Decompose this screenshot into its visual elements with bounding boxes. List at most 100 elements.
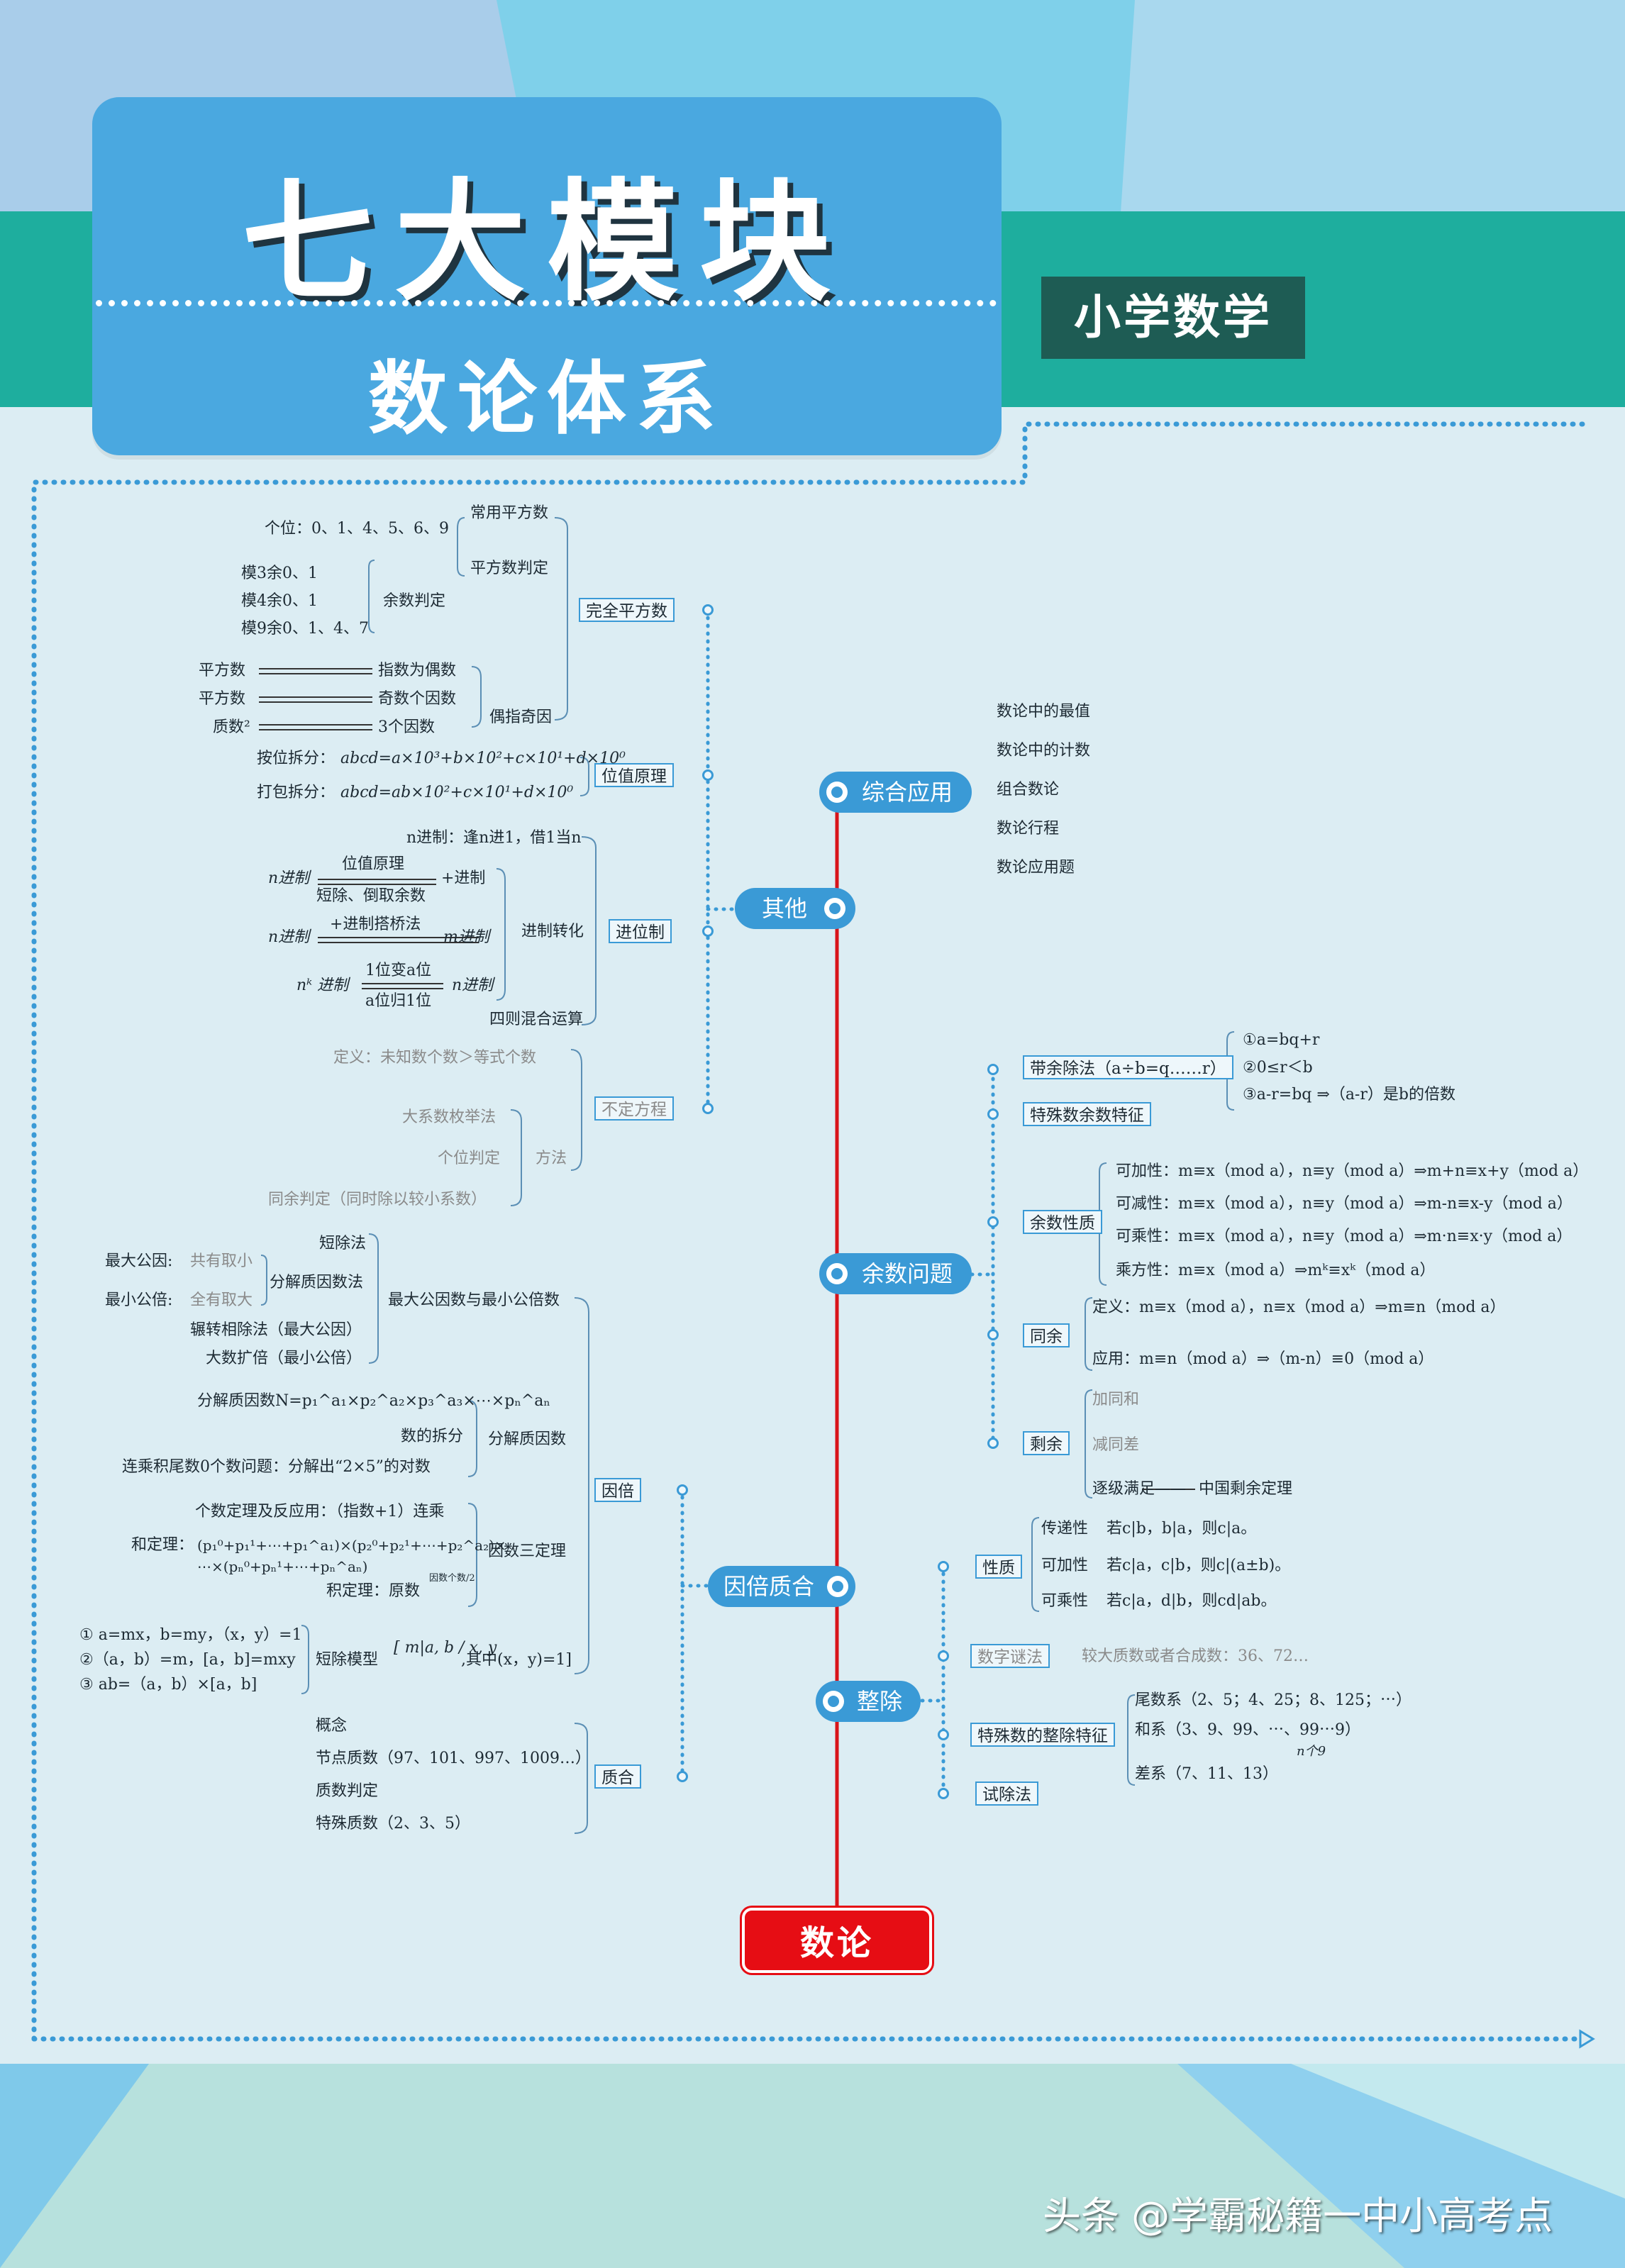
a-to-one: a位归1位	[365, 992, 432, 1010]
transitive-label: 传递性	[1041, 1520, 1089, 1538]
cong-judge: 同余判定（同时除以较小系数）	[268, 1191, 487, 1208]
multiplicative-label: 可乘性	[1041, 1592, 1089, 1610]
decomp-formula: 分解质因数N=p₁^a₁×p₂^a₂×p₃^a₃×⋯×pₙ^aₙ	[197, 1392, 550, 1410]
square-units: 个位：0、1、4、5、6、9	[265, 520, 449, 538]
gcd-rule: 共有取小	[190, 1252, 253, 1270]
base-m: m进制	[443, 928, 489, 946]
square-label: 平方数	[199, 690, 246, 708]
division-rule: ②0≤r＜b	[1243, 1059, 1313, 1077]
title-card: 七大模块 数论体系	[92, 97, 1002, 455]
special-remainder-box: 特殊数余数特征	[1023, 1102, 1151, 1126]
product-theorem: 积定理：原数	[326, 1582, 421, 1600]
square-label: 平方数	[199, 662, 246, 679]
multiplicative-rule: 若c|a，d|b，则cd|ab。	[1107, 1592, 1277, 1610]
odd-factors: 奇数个因数	[378, 690, 457, 708]
node-icon	[823, 1691, 844, 1712]
mixed-operations: 四则混合运算	[489, 1011, 584, 1028]
branch-other: 其他	[735, 888, 855, 929]
model-rule: ③ ab=（a，b）×[a，b]	[79, 1676, 257, 1694]
prime-item: 质数判定	[316, 1782, 379, 1800]
branch-label: 因倍质合	[723, 1573, 815, 1600]
expand: 大数扩倍（最小公倍）	[206, 1350, 362, 1367]
sub-same: 减同差	[1092, 1436, 1140, 1454]
gcd-label: 最大公因:	[105, 1252, 173, 1270]
three-factors: 3个因数	[378, 718, 435, 736]
page-title: 七大模块	[242, 166, 852, 319]
remainder-prop: 可乘性：m≡x（mod a），n≡y（mod a）⇒m·n≡x·y（mod a）	[1116, 1228, 1573, 1245]
enum-method: 大系数枚举法	[402, 1108, 497, 1126]
square-judge: 平方数判定	[470, 560, 549, 577]
prime-item: 特殊质数（2、3、5）	[316, 1815, 470, 1833]
node-ring	[677, 1484, 688, 1496]
crt: 中国剩余定理	[1199, 1480, 1293, 1498]
node-ring	[987, 1329, 999, 1340]
branch-comprehensive: 综合应用	[819, 772, 972, 813]
step-by-step: 逐级满足——	[1092, 1480, 1187, 1498]
node-ring	[938, 1729, 949, 1740]
node-icon	[826, 1263, 848, 1284]
indefinite-def: 定义：未知数个数＞等式个数	[333, 1049, 537, 1067]
digit-puzzle-box: 数字谜法	[970, 1644, 1050, 1668]
mod3: 模3余0、1	[241, 565, 318, 582]
short-division: 短除法	[319, 1235, 367, 1252]
node-ring	[677, 1771, 688, 1782]
model-rule: ②（a，b）=m，[a，b]=mxy	[79, 1651, 296, 1669]
node-ring	[702, 604, 714, 616]
gcd-lcm: 最大公因数与最小公倍数	[388, 1291, 560, 1309]
additive-label: 可加性	[1041, 1557, 1089, 1574]
title-divider	[96, 300, 997, 306]
decimal-bridge: +进制搭桥法	[330, 916, 421, 933]
page-subtitle: 数论体系	[368, 353, 726, 445]
short-division: 短除、倒取余数	[316, 887, 426, 905]
node-ring	[702, 1103, 714, 1114]
node-ring	[987, 1216, 999, 1228]
base-n: n进制	[268, 928, 310, 946]
product-exponent: 因数个数/2	[429, 1573, 475, 1584]
comprehensive-item: 数论应用题	[997, 859, 1075, 877]
residue-box: 剩余	[1023, 1431, 1070, 1455]
subject-badge: 小学数学	[1041, 277, 1305, 359]
base-nk: nᵏ 进制	[296, 977, 349, 994]
one-to-a: 1位变a位	[365, 962, 432, 979]
exp-even: 指数为偶数	[378, 662, 457, 679]
special-divisibility-box: 特殊数的整除特征	[970, 1723, 1115, 1747]
perfect-square-box: 完全平方数	[579, 598, 675, 622]
branch-divisible: 整除	[816, 1681, 921, 1722]
mod4: 模4余0、1	[241, 592, 318, 610]
branch-label: 综合应用	[862, 779, 953, 806]
comprehensive-item: 数论中的计数	[997, 742, 1091, 760]
base-rule: n进制：逢n进1，借1当n	[406, 829, 582, 847]
decomp-prime: 分解质因数	[488, 1430, 567, 1448]
node-ring	[987, 1438, 999, 1449]
node-ring	[987, 1064, 999, 1075]
base-box: 进位制	[609, 919, 672, 943]
congruence-def: 定义：m≡x（mod a），n≡x（mod a）⇒m≡n（mod a）	[1092, 1299, 1506, 1316]
pack-label: 打包拆分：	[257, 784, 335, 801]
congruence-box: 同余	[1023, 1323, 1070, 1347]
remainder-judge: 余数判定	[383, 592, 446, 610]
n-nines: n个9	[1297, 1744, 1326, 1759]
node-icon	[827, 1576, 848, 1597]
decomp-method: 分解质因数法	[270, 1274, 364, 1291]
number-split: 数的拆分	[401, 1428, 464, 1445]
pack-formula: abcd=ab×10²+c×10¹+d×10⁰	[340, 784, 574, 801]
to-decimal: +进制	[441, 869, 486, 887]
node-ring	[987, 1108, 999, 1120]
place-value-method: 位值原理	[342, 855, 405, 873]
node-icon	[826, 782, 848, 803]
watermark: 头条 @学霸秘籍一中小高考点	[1043, 2194, 1553, 2238]
model-rule: ① a=mx，b=my，（x，y）=1	[79, 1626, 302, 1644]
node-ring	[938, 1650, 949, 1662]
prime-item: 概念	[316, 1717, 348, 1735]
branch-label: 其他	[762, 895, 808, 922]
branch-label: 余数问题	[862, 1260, 953, 1287]
branch-factor: 因倍质合	[708, 1566, 855, 1607]
divisibility-props-box: 性质	[975, 1555, 1022, 1579]
three-theorems: 因数三定理	[488, 1542, 567, 1560]
comprehensive-item: 数论中的最值	[997, 703, 1091, 721]
prime-item: 节点质数（97、101、997、1009…）	[316, 1750, 591, 1767]
comprehensive-item: 组合数论	[997, 781, 1060, 799]
place-value-box: 位值原理	[594, 763, 674, 787]
remainder-prop: 可减性：m≡x（mod a），n≡y（mod a）⇒m-n≡x-y（mod a）	[1116, 1195, 1573, 1213]
branch-label: 整除	[857, 1688, 903, 1715]
